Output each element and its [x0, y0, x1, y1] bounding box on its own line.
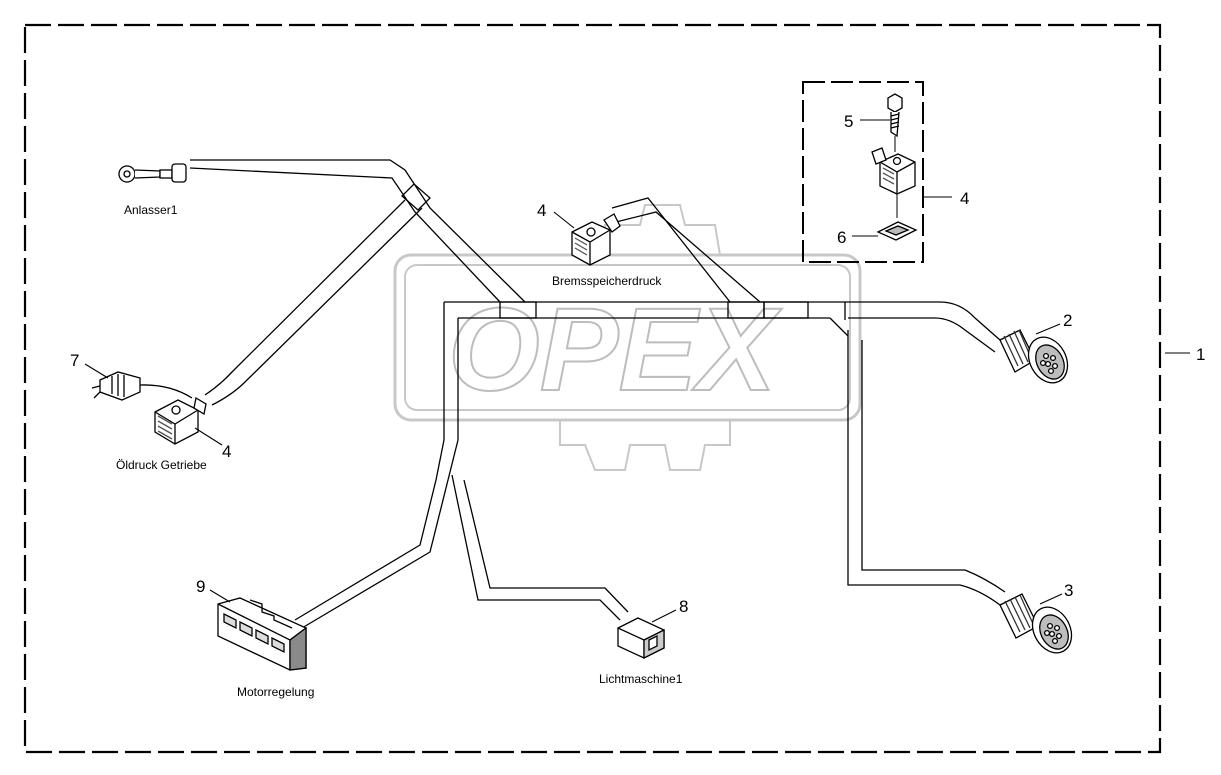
callout-2: 2 [1063, 311, 1072, 330]
lichtmaschine-connector [617, 617, 665, 660]
round-connector-2 [999, 329, 1069, 384]
ring-terminal-anlasser [118, 163, 187, 183]
detail-frame [802, 81, 924, 263]
gasket-part [876, 221, 918, 241]
callout-4-detail: 4 [960, 189, 969, 208]
callout-9: 9 [196, 577, 205, 596]
opex-watermark: OPEX [393, 204, 862, 471]
ring-terminal-7 [91, 371, 193, 401]
label-bremsspeicher: Bremsspeicherdruck [552, 274, 662, 288]
label-motorregelung: Motorregelung [237, 685, 314, 699]
label-anlasser: Anlasser1 [124, 203, 178, 217]
assembly-frame [23, 23, 1162, 754]
motorregelung-connector [217, 597, 307, 671]
callout-7: 7 [70, 351, 79, 370]
oeldruck-sensor-plug [154, 396, 207, 445]
callout-4-bremsspeicher: 4 [537, 201, 546, 220]
callout-6: 6 [837, 228, 846, 247]
callout-4-oeldruck: 4 [222, 442, 231, 461]
callout-5: 5 [844, 112, 853, 131]
detail-sensor [871, 147, 916, 195]
bolt-part [887, 93, 903, 138]
callout-8: 8 [679, 597, 688, 616]
round-connector-3 [999, 593, 1073, 654]
bremsspeicher-sensor [571, 213, 621, 266]
callout-3: 3 [1064, 581, 1073, 600]
label-oeldruck: Öldruck Getriebe [116, 458, 207, 472]
callout-1: 1 [1196, 345, 1205, 364]
label-lichtmaschine: Lichtmaschine1 [599, 672, 683, 686]
wiring-harness [189, 159, 1006, 629]
watermark-text: OPEX [448, 284, 782, 416]
leader-lines [84, 119, 1190, 623]
